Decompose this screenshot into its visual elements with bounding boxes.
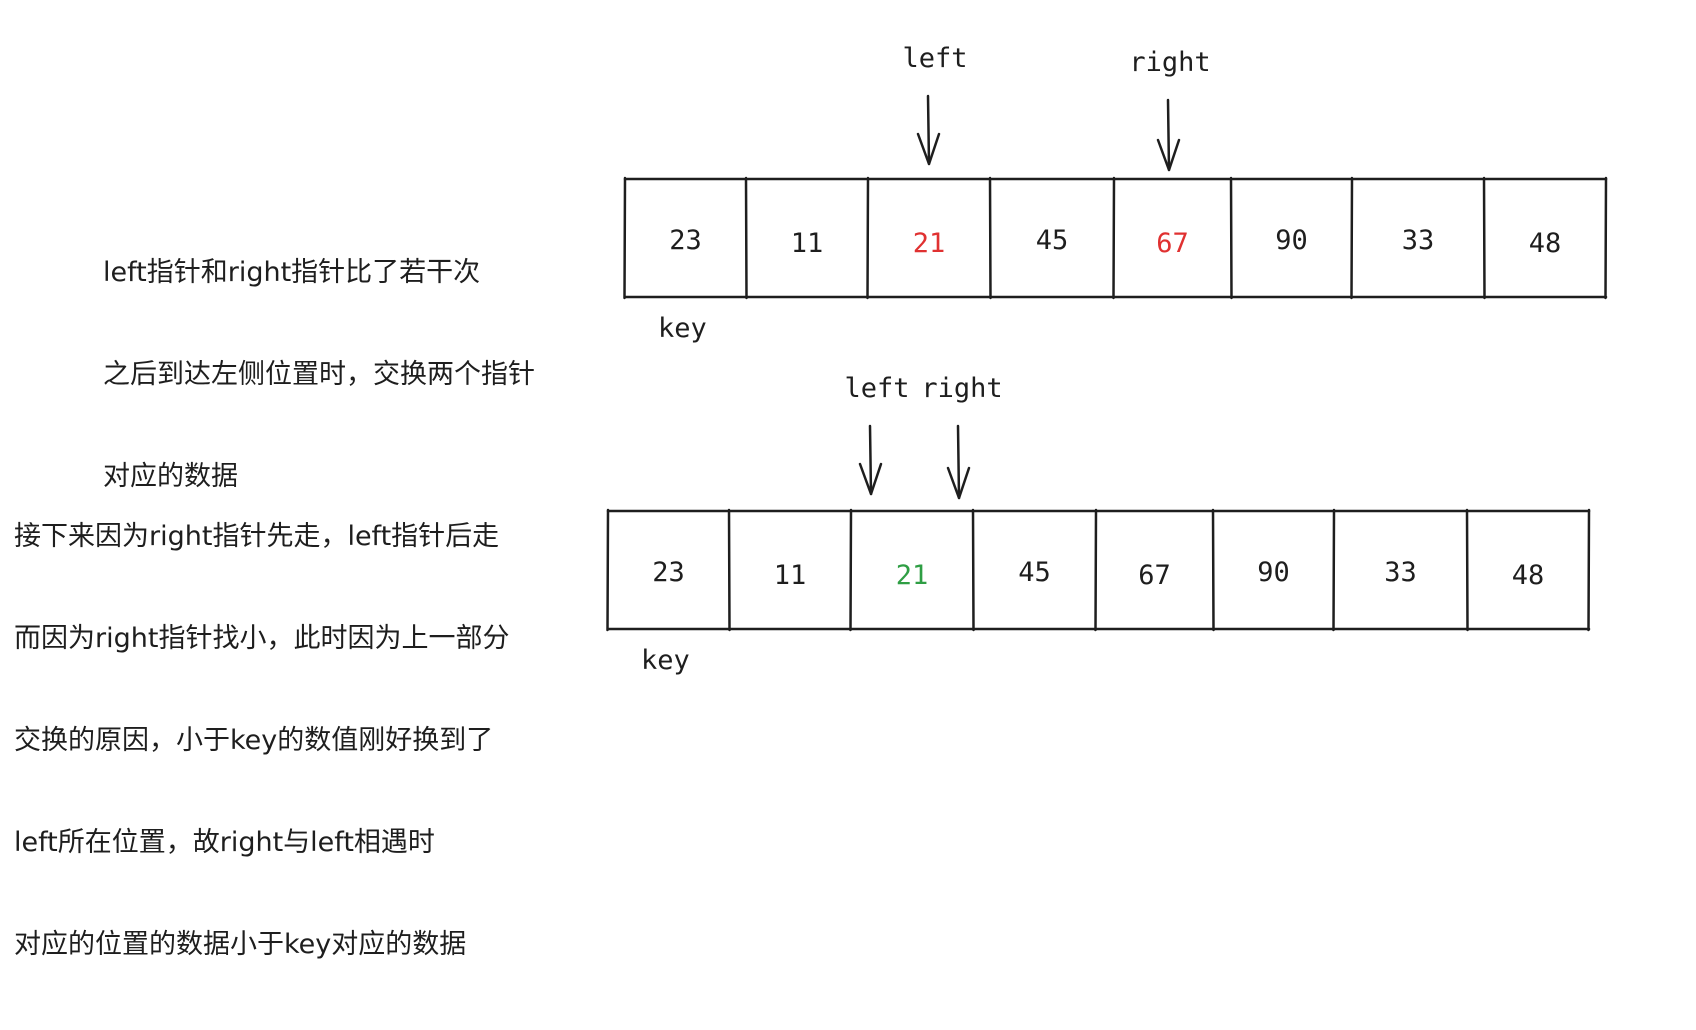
key-label: key <box>658 313 707 344</box>
arrow-shaft <box>1166 98 1171 172</box>
array-cell-value: 11 <box>774 560 807 591</box>
array-cell-value: 33 <box>1402 225 1435 256</box>
arrow-head <box>916 132 941 166</box>
arrow-head <box>1156 138 1181 172</box>
panel-2-description-line: 交换的原因，小于key的数值刚好换到了 <box>14 725 494 756</box>
panel-1-description-line: 之后到达左侧位置时，交换两个指针 <box>103 359 535 390</box>
array-cell-value: 33 <box>1384 557 1417 588</box>
array-cell-divider <box>849 508 853 632</box>
array-cell-value: 23 <box>652 557 685 588</box>
pointer-label-left: left <box>902 43 967 74</box>
diagram-canvas: left指针和right指针比了若干次 之后到达左侧位置时，交换两个指针 对应的… <box>14 43 1608 960</box>
array-cell-divider <box>744 176 748 300</box>
panel-2-description-line: 而因为right指针找小，此时因为上一部分 <box>14 623 510 654</box>
panel-2-description-line: 接下来因为right指针先走，left指针后走 <box>14 521 500 552</box>
array-cell-divider <box>1332 508 1336 632</box>
array-cell-value: 45 <box>1036 225 1069 256</box>
panel-1-description-line: left指针和right指针比了若干次 <box>103 257 481 288</box>
array-cell-divider <box>606 508 610 632</box>
pointer-arrow-right <box>946 424 971 500</box>
array-cell-value: 48 <box>1529 228 1562 259</box>
arrow-head <box>858 462 883 496</box>
array-cell-divider <box>1350 176 1354 300</box>
array-cell-value: 23 <box>669 225 702 256</box>
pointer-label-left: left <box>844 373 909 404</box>
array-cell-value: 11 <box>791 228 824 259</box>
array-cell-value: 90 <box>1257 557 1290 588</box>
array-cell-value: 90 <box>1275 225 1308 256</box>
arrow-shaft <box>926 94 931 166</box>
array-cell-divider <box>727 508 731 632</box>
pointer-arrow-right <box>1156 98 1181 172</box>
panel-1-description-line: 对应的数据 <box>103 461 238 492</box>
pointer-arrow-left <box>916 94 941 166</box>
arrow-shaft <box>956 424 961 500</box>
key-label: key <box>641 645 690 676</box>
pointer-arrow-left <box>858 424 883 496</box>
array-cell-divider <box>971 508 975 632</box>
panel-1-description: left指针和right指针比了若干次 之后到达左侧位置时，交换两个指针 对应的… <box>103 188 535 562</box>
pointer-label-right: right <box>921 373 1002 404</box>
array-cell-value: 45 <box>1018 557 1051 588</box>
array-cell-value: 48 <box>1512 560 1545 591</box>
array-cell-value: 21 <box>913 228 946 259</box>
array-cell-value: 67 <box>1156 228 1189 259</box>
array-cell-value: 21 <box>896 560 929 591</box>
array-cell-divider <box>988 176 992 300</box>
array-panel-2: 23 11 21 45 67 90 33 48 key left right <box>606 373 1591 676</box>
array-diagram: 23 11 21 45 67 90 33 48 key left right 23 11 21 45 67 90… <box>606 43 1608 676</box>
array-cell-divider <box>1587 508 1591 632</box>
array-cell-divider <box>1112 176 1116 300</box>
array-cell-divider <box>1482 176 1486 300</box>
panel-2-description-line: left所在位置，故right与left相遇时 <box>14 827 435 858</box>
array-cell-divider <box>1094 508 1098 632</box>
array-cell-divider <box>866 176 870 300</box>
arrow-head <box>946 466 971 500</box>
arrow-shaft <box>868 424 873 496</box>
panel-2-description-line: 对应的位置的数据小于key对应的数据 <box>14 929 467 960</box>
array-cell-divider <box>1229 176 1233 300</box>
array-cell-value: 67 <box>1138 560 1171 591</box>
array-cell-divider <box>1465 508 1469 632</box>
array-panel-1: 23 11 21 45 67 90 33 48 key left right <box>623 43 1608 344</box>
pointer-label-right: right <box>1129 47 1210 78</box>
array-cell-divider <box>1604 176 1608 300</box>
array-cell-divider <box>623 176 627 300</box>
array-cell-divider <box>1211 508 1215 632</box>
